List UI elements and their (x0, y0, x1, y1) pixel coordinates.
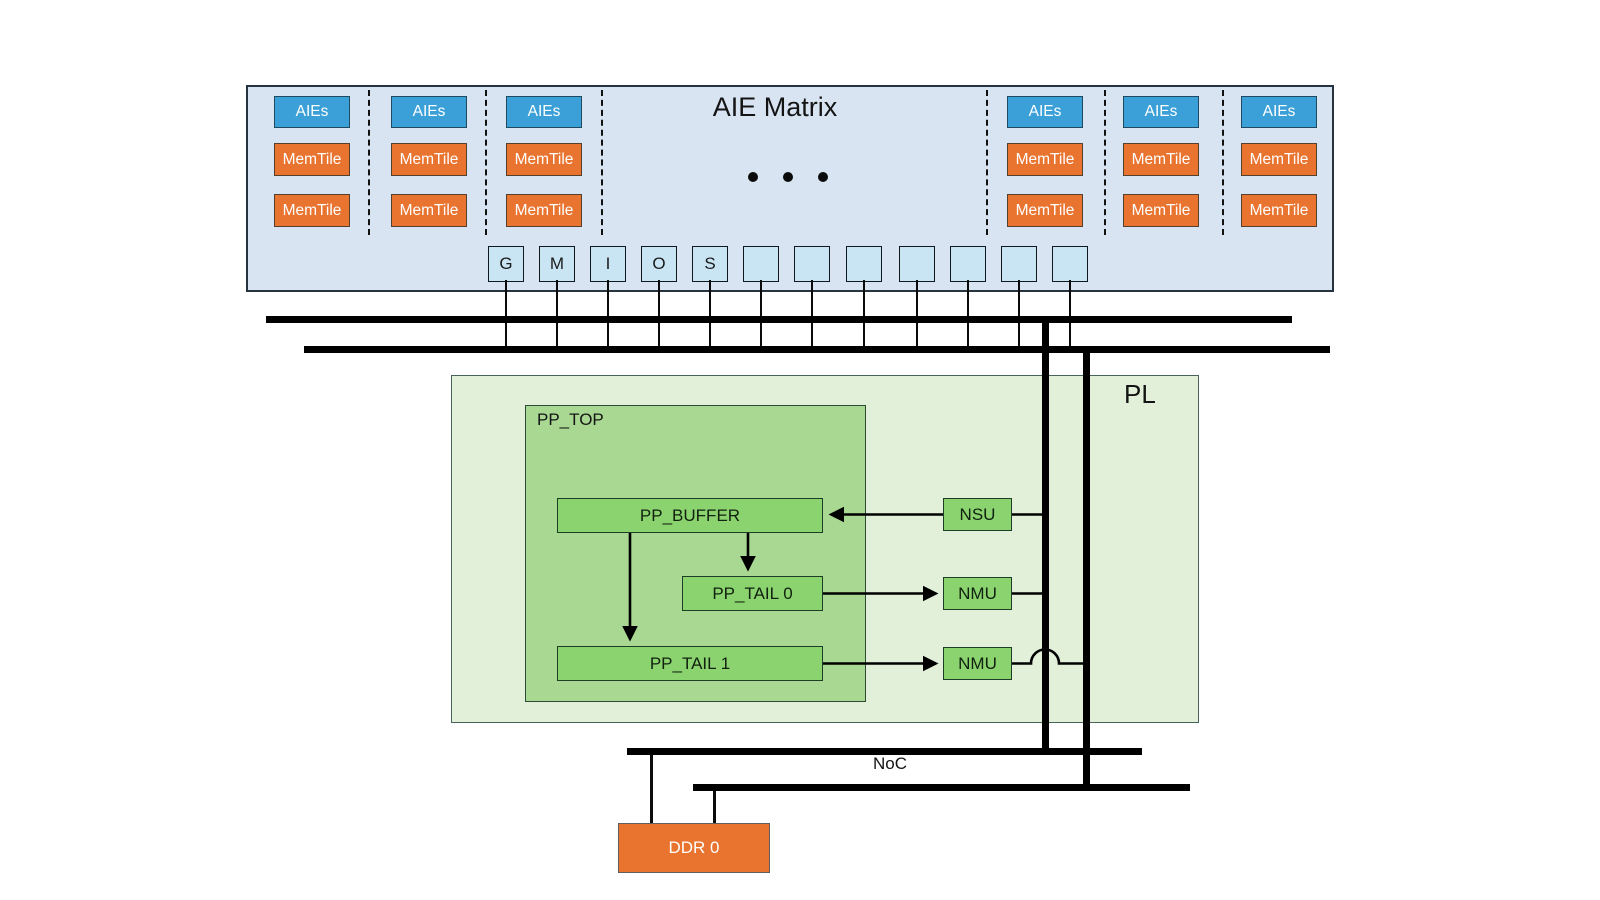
ellipsis-dot-icon (818, 172, 828, 182)
io-port-label: O (652, 254, 666, 273)
aies-tile: AIEs (1123, 96, 1199, 128)
pl-label: PL (1124, 379, 1156, 409)
io-stem-line (966, 280, 970, 348)
io-port-box (846, 246, 882, 348)
io-stem-line (1068, 280, 1072, 348)
io-port-box (950, 246, 986, 348)
aies-tile: AIEs (1241, 96, 1317, 128)
tile-column: AIEs MemTile MemTile (1241, 96, 1317, 227)
io-stem-line (708, 280, 712, 348)
aies-tile: AIEs (506, 96, 582, 128)
tile-column: AIEs MemTile MemTile (1123, 96, 1199, 227)
tile-column: AIEs MemTile MemTile (391, 96, 467, 227)
noc-bus-lower (693, 784, 1190, 791)
io-port-box: G (488, 246, 524, 348)
aies-tile: AIEs (1007, 96, 1083, 128)
io-port-box: I (590, 246, 626, 348)
nsu-block: NSU (943, 498, 1012, 531)
ddr-connector-line (650, 755, 653, 823)
io-stem-line (555, 280, 559, 348)
io-port-box (899, 246, 935, 348)
pp-tail1-block: PP_TAIL 1 (557, 646, 823, 681)
io-port-label: G (499, 254, 513, 273)
io-port-box: O (641, 246, 677, 348)
column-separator (986, 90, 988, 235)
column-separator (485, 90, 487, 235)
memtile-tile: MemTile (506, 143, 582, 176)
ddr-connector-line (713, 791, 716, 823)
io-port-box: M (539, 246, 575, 348)
aies-tile: AIEs (274, 96, 350, 128)
pp-tail0-block: PP_TAIL 0 (682, 576, 823, 611)
stream-bus-lower (304, 346, 1330, 353)
memtile-tile: MemTile (391, 143, 467, 176)
memtile-tile: MemTile (1123, 194, 1199, 227)
io-stem-line (504, 280, 508, 348)
io-port-box (743, 246, 779, 348)
io-port-box (794, 246, 830, 348)
io-stem-line (759, 280, 763, 348)
noc-trunk-left (1042, 316, 1049, 755)
noc-label: NoC (872, 754, 907, 773)
io-stem-line (606, 280, 610, 348)
memtile-tile: MemTile (391, 194, 467, 227)
aies-tile: AIEs (391, 96, 467, 128)
ellipsis-dot-icon (748, 172, 758, 182)
io-port-label: M (549, 254, 565, 273)
nmu-top-block: NMU (943, 577, 1012, 610)
io-port-label: I (605, 254, 611, 273)
pp-top-label: PP_TOP (537, 410, 604, 429)
memtile-tile: MemTile (1241, 194, 1317, 227)
noc-bus-upper (627, 748, 1142, 755)
memtile-tile: MemTile (1123, 143, 1199, 176)
pp-buffer-block: PP_BUFFER (557, 498, 823, 533)
memtile-tile: MemTile (1241, 143, 1317, 176)
io-stem-line (657, 280, 661, 348)
memtile-tile: MemTile (274, 143, 350, 176)
tile-column: AIEs MemTile MemTile (1007, 96, 1083, 227)
io-port-box: S (692, 246, 728, 348)
stream-bus-upper (266, 316, 1292, 323)
ellipsis-dot-icon (783, 172, 793, 182)
memtile-tile: MemTile (1007, 194, 1083, 227)
io-port-label: S (704, 254, 716, 273)
column-separator (1104, 90, 1106, 235)
column-separator (601, 90, 603, 235)
nmu-bottom-block: NMU (943, 647, 1012, 680)
memtile-tile: MemTile (506, 194, 582, 227)
io-stem-line (810, 280, 814, 348)
column-separator (368, 90, 370, 235)
io-port-box (1001, 246, 1037, 348)
io-stem-line (1017, 280, 1021, 348)
io-stem-line (915, 280, 919, 348)
memtile-tile: MemTile (1007, 143, 1083, 176)
aie-matrix-title: AIE Matrix (712, 92, 838, 122)
io-port-box (1052, 246, 1088, 348)
noc-trunk-right (1083, 346, 1090, 791)
column-separator (1222, 90, 1224, 235)
io-stem-line (862, 280, 866, 348)
memtile-tile: MemTile (274, 194, 350, 227)
tile-column: AIEs MemTile MemTile (506, 96, 582, 227)
ddr-block: DDR 0 (618, 823, 770, 873)
tile-column: AIEs MemTile MemTile (274, 96, 350, 227)
